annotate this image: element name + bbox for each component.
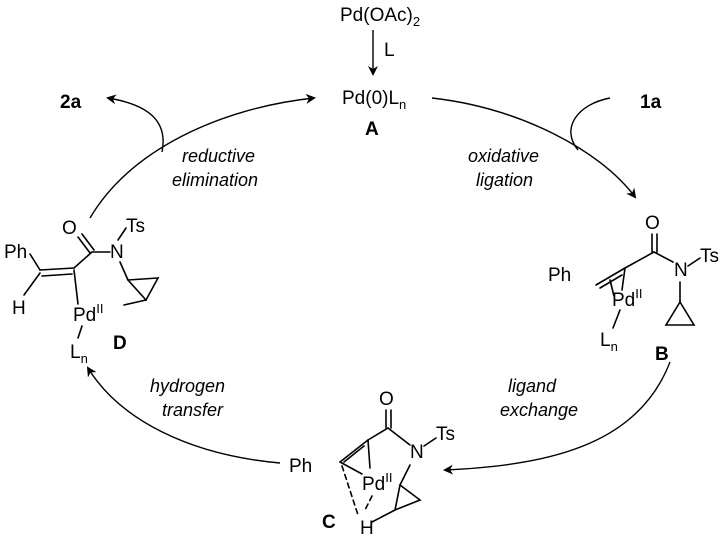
c-palladium: PdII [362,470,392,495]
b-nitrogen: N [674,260,688,281]
c-hydrogen: H [360,518,374,539]
species-a-label: A [365,119,379,140]
species-d-structure: O N Ts Ph H PdII Ln D [4,216,160,366]
d-cyclopropyl [126,277,160,302]
step-exchange-line1: ligand [508,376,557,396]
d-nitrogen: N [110,242,124,263]
species-c-label: C [322,512,336,533]
step-reductive-line1: reductive [182,146,255,166]
step-reductive-line2: elimination [172,170,258,190]
species-b-label: B [655,344,669,365]
substrate-entry-curve [570,97,611,151]
b-ligand: Ln [600,330,618,354]
ligand-label: L [384,40,395,61]
substrate-1a-label: 1a [640,92,662,113]
d-oxygen: O [62,218,77,239]
b-oxygen: O [645,213,660,234]
species-d-label: D [113,333,127,354]
arrow-a-to-b [431,97,637,199]
arrow-d-to-a [89,93,316,219]
d-hydrogen: H [12,298,26,319]
species-b-structure: O N Ts Ph PdII Ln B [548,213,719,365]
c-tosyl: Ts [436,424,455,445]
d-palladium: PdII [73,301,103,326]
b-palladium: PdII [612,286,642,311]
c-phenyl: Ph [289,456,312,477]
species-a-formula: Pd(0)Ln [342,88,406,112]
step-hydrogen-line1: hydrogen [150,376,225,396]
arrow-b-to-c [443,361,671,475]
product-2a-label: 2a [60,92,82,113]
d-phenyl: Ph [4,242,27,263]
step-exchange-line2: exchange [500,400,578,420]
d-ligand: Ln [70,342,88,366]
step-oxidative-line2: ligation [476,170,533,190]
b-cyclopropyl [664,300,696,326]
arrow-c-to-d [86,366,281,464]
c-oxygen: O [379,389,394,410]
d-tosyl: Ts [126,216,145,237]
precatalyst-formula: Pd(OAc)2 [340,5,420,29]
product-exit-curve [106,94,164,153]
b-tosyl: Ts [700,246,719,267]
c-cyclopropyl [393,483,422,512]
species-c-structure: O N Ts Ph PdII H C [289,389,455,539]
step-hydrogen-line2: transfer [162,400,224,420]
b-phenyl: Ph [548,265,571,286]
step-oxidative-line1: oxidative [468,146,539,166]
c-nitrogen: N [410,442,424,463]
